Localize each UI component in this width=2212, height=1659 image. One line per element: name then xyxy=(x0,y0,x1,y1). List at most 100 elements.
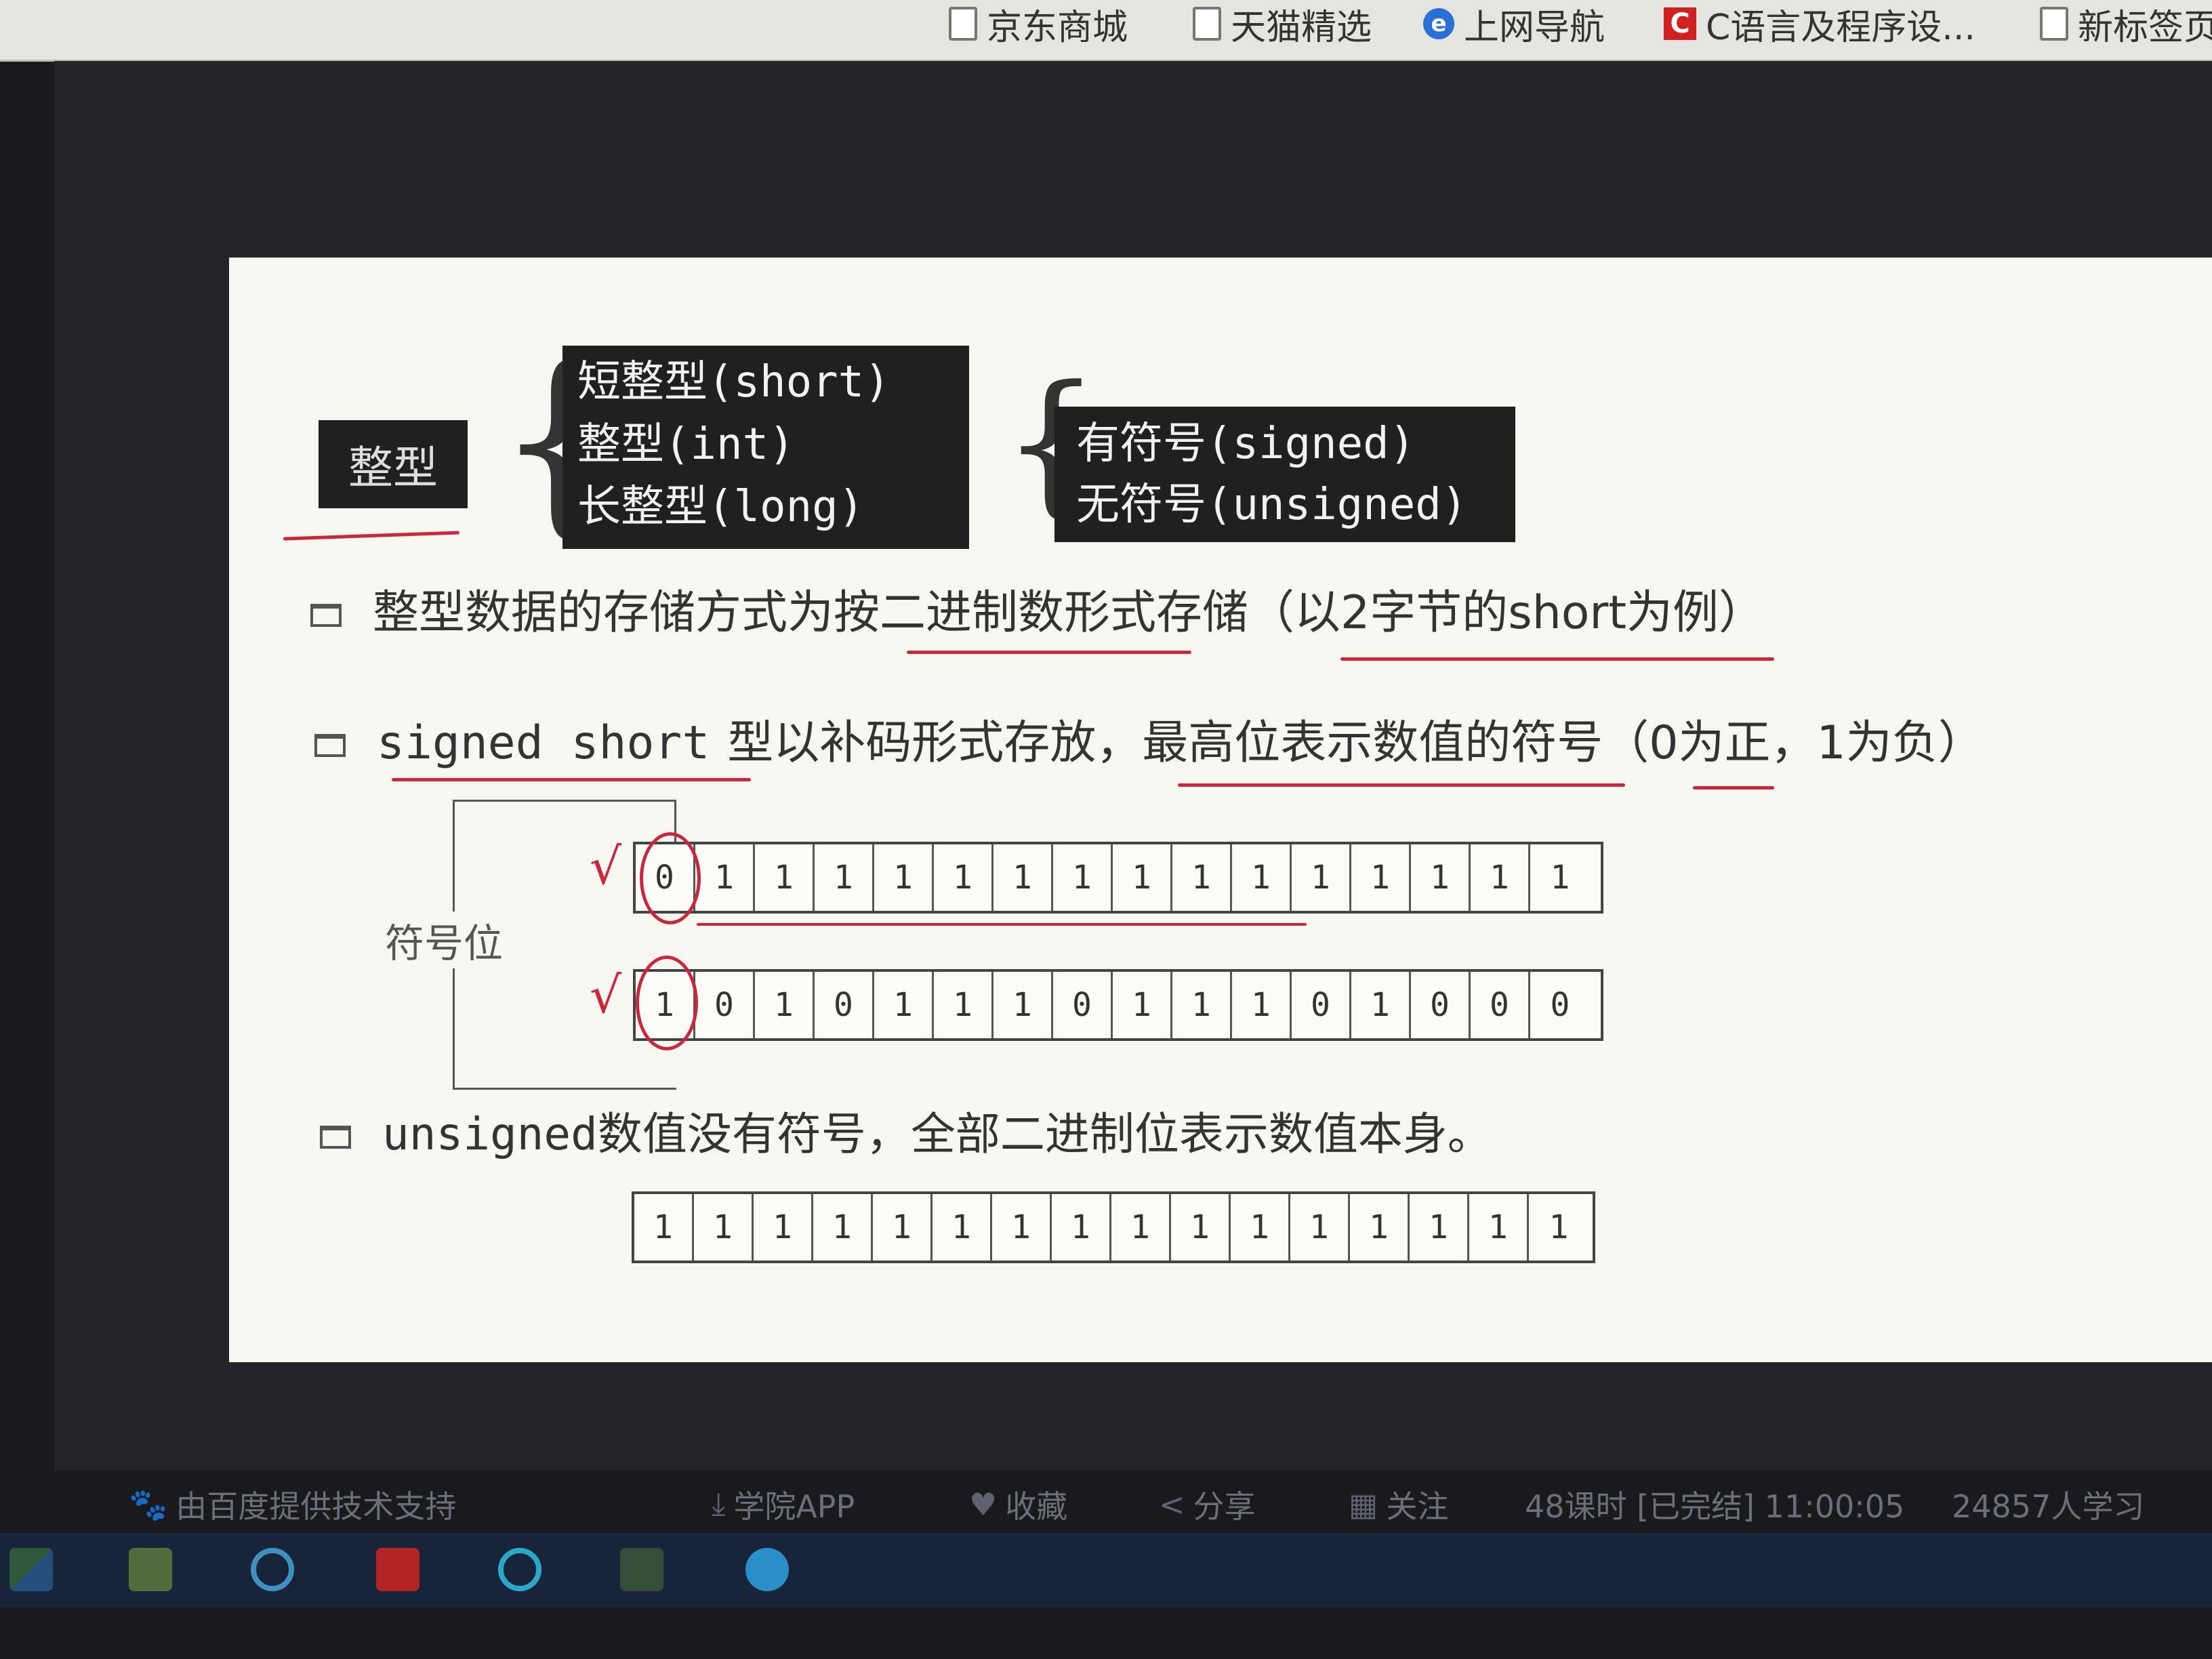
category-label-box: 整型 xyxy=(319,420,468,508)
home-icon[interactable] xyxy=(129,1548,172,1591)
bit-cell: 1 xyxy=(874,844,934,911)
type-unsigned: 无符号(unsigned) xyxy=(1076,480,1468,530)
favorite-button[interactable]: ♥ 收藏 xyxy=(969,1482,1067,1527)
bookmark-label: 天猫精选 xyxy=(1231,7,1372,48)
bookmark-c-lang[interactable]: C C语言及程序设... xyxy=(1664,0,1975,48)
lecture-slide: 整型 { 短整型(short) 整型(int) 长整型(long) { 有符号(… xyxy=(229,258,2212,1362)
bookmark-tmall[interactable]: 天猫精选 xyxy=(1193,0,1372,48)
bit-cell: 1 xyxy=(992,1194,1052,1261)
bit-cell: 1 xyxy=(815,844,874,911)
sign-bit-bracket-tick xyxy=(674,800,676,847)
bookmark-nav[interactable]: e 上网导航 xyxy=(1423,0,1605,48)
bit-cell: 1 xyxy=(1411,844,1471,911)
bit-cell: 1 xyxy=(1469,1194,1529,1261)
bookmark-new-tab[interactable]: 新标签页 xyxy=(2040,0,2212,48)
type-long: 长整型(long) xyxy=(577,482,865,532)
bullet-signed-text: 型以补码形式存放，最高位表示数值的符号（0为正，1为负） xyxy=(727,716,1984,770)
annotation-underline xyxy=(697,923,1307,926)
bullet-signed-code: signed short xyxy=(377,716,710,770)
taskbar xyxy=(0,1533,2212,1607)
360-icon[interactable] xyxy=(498,1548,541,1591)
kugou-icon[interactable] xyxy=(745,1548,789,1591)
bit-cell: 1 xyxy=(1232,844,1292,911)
bit-cell: 1 xyxy=(1171,1194,1231,1261)
bit-cell: 0 xyxy=(1411,972,1471,1038)
windows-start-icon[interactable] xyxy=(9,1548,53,1591)
provider-info[interactable]: 🐾 由百度提供技术支持 xyxy=(129,1482,456,1527)
category-label: 整型 xyxy=(348,442,438,494)
bit-cell: 1 xyxy=(695,844,755,911)
bit-cell: 1 xyxy=(874,972,934,1038)
pdf-icon[interactable] xyxy=(376,1548,419,1591)
annotation-underline xyxy=(392,778,751,781)
video-player[interactable]: 整型 { 短整型(short) 整型(int) 长整型(long) { 有符号(… xyxy=(54,61,2212,1471)
bullet-icon xyxy=(314,734,346,758)
bit-cell: 0 xyxy=(1550,986,1570,1024)
annotation-underline xyxy=(1340,657,1774,661)
ie-icon[interactable] xyxy=(251,1548,294,1591)
bookmark-label: C语言及程序设... xyxy=(1706,7,1975,48)
page-icon xyxy=(2040,7,2068,41)
bit-cell: 1 xyxy=(1350,1194,1410,1261)
bullet-storage-text: 整型数据的存储方式为按二进制数形式存储（以2字节的short为例） xyxy=(373,586,1765,640)
bit-cell: 1 xyxy=(994,844,1053,911)
bullet-storage: 整型数据的存储方式为按二进制数形式存储（以2字节的short为例） xyxy=(310,575,1765,642)
bullet-unsigned-text: 数值没有符号，全部二进制位表示数值本身。 xyxy=(597,1108,1492,1160)
bit-cell: 1 xyxy=(1053,844,1113,911)
category-underline xyxy=(283,531,460,541)
bit-cell: 0 xyxy=(695,972,755,1038)
type-signed: 有符号(signed) xyxy=(1076,419,1416,469)
bit-cell: 1 xyxy=(755,972,815,1038)
bit-cell: 1 xyxy=(1111,1194,1171,1261)
bit-cell: 1 xyxy=(934,972,994,1038)
bit-cell: 1 xyxy=(755,844,815,911)
bookmark-label: 京东商城 xyxy=(987,7,1128,48)
course-info-label: 48课时 [已完结] 11:00:05 xyxy=(1525,1488,1905,1525)
provider-label: 由百度提供技术支持 xyxy=(176,1488,457,1525)
bit-cell: 1 xyxy=(1172,972,1232,1038)
check-mark: √ xyxy=(590,838,622,896)
learner-count-label: 24857人学习 xyxy=(1952,1488,2145,1525)
annotation-underline xyxy=(1178,783,1625,787)
heart-icon: ♥ xyxy=(969,1486,998,1523)
bullet-icon xyxy=(310,604,342,628)
bit-cell: 1 xyxy=(1351,972,1411,1038)
bit-cell: 1 xyxy=(1471,844,1530,911)
rss-icon[interactable] xyxy=(620,1548,663,1591)
bit-cell: 1 xyxy=(1172,844,1232,911)
bit-cell: 0 xyxy=(1471,972,1530,1038)
bit-cell: 0 xyxy=(1292,972,1351,1038)
bookmarks-bar: 京东商城 天猫精选 e 上网导航 C C语言及程序设... 新标签页 xyxy=(0,0,2212,62)
share-button[interactable]: < 分享 xyxy=(1159,1482,1256,1527)
annotation-underline xyxy=(1693,786,1774,790)
app-button[interactable]: ⤓ 学院APP xyxy=(712,1482,855,1527)
bit-cell: 1 xyxy=(994,972,1053,1038)
app-label: 学院APP xyxy=(733,1488,855,1525)
bit-cell: 1 xyxy=(1410,1194,1469,1261)
sign-bit-circle xyxy=(640,832,701,924)
page-icon xyxy=(1193,7,1221,41)
sign-bit-circle xyxy=(636,956,698,1050)
bit-cell: 0 xyxy=(1053,972,1113,1038)
bookmark-label: 上网导航 xyxy=(1464,7,1605,48)
bit-cell: 1 xyxy=(1292,844,1351,911)
share-label: 分享 xyxy=(1193,1488,1256,1525)
bit-cell: 1 xyxy=(1290,1194,1350,1261)
follow-button[interactable]: ▦ 关注 xyxy=(1349,1482,1448,1527)
bit-cell: 1 xyxy=(873,1194,933,1261)
type-int: 整型(int) xyxy=(577,419,795,470)
bit-cell: 1 xyxy=(1113,972,1172,1038)
baidu-paw-icon: 🐾 xyxy=(129,1486,168,1523)
share-icon: < xyxy=(1159,1486,1185,1523)
qr-icon: ▦ xyxy=(1349,1486,1378,1523)
bookmark-jd[interactable]: 京东商城 xyxy=(949,0,1128,48)
bullet-icon xyxy=(320,1125,351,1149)
page-icon xyxy=(949,7,977,41)
learner-count: 24857人学习 xyxy=(1952,1482,2144,1527)
download-icon: ⤓ xyxy=(712,1486,726,1522)
bit-cell: 1 xyxy=(1232,972,1292,1038)
bit-cell: 1 xyxy=(1549,1208,1569,1246)
